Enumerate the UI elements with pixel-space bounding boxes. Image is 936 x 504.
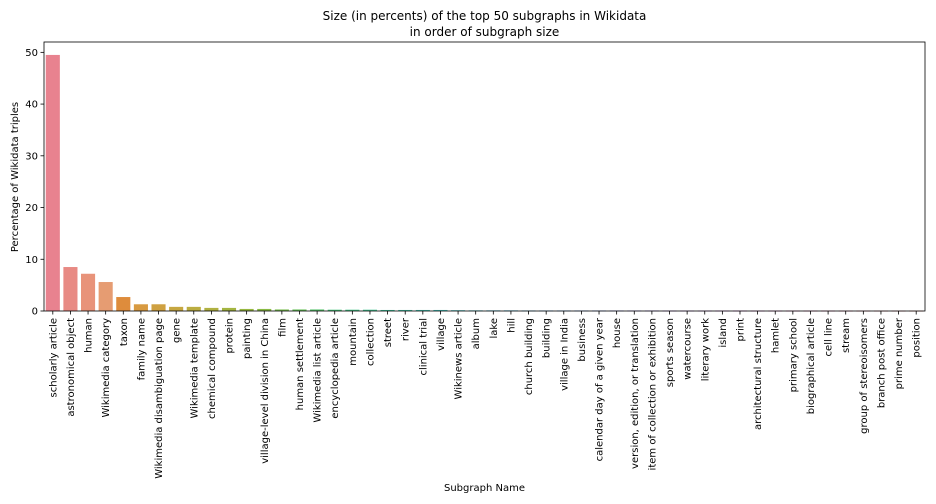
x-tick-label: biographical article bbox=[806, 318, 817, 414]
x-tick-label: street bbox=[383, 318, 394, 347]
chart-title-line2: in order of subgraph size bbox=[410, 25, 560, 39]
x-tick-label: encyclopedia article bbox=[330, 318, 341, 419]
bar bbox=[274, 309, 289, 311]
x-tick-label: gene bbox=[172, 318, 183, 343]
x-tick-label: calendar day of a given year bbox=[595, 317, 606, 461]
bar bbox=[186, 306, 201, 311]
bar bbox=[133, 304, 148, 311]
bar bbox=[116, 297, 131, 311]
x-tick-label: village in India bbox=[559, 318, 570, 391]
x-tick-label: chemical compound bbox=[207, 318, 218, 419]
x-tick-label: hill bbox=[506, 318, 517, 333]
bar bbox=[221, 307, 237, 311]
bar bbox=[415, 309, 430, 311]
y-tick-label: 10 bbox=[25, 255, 38, 266]
x-tick-label: film bbox=[277, 318, 288, 337]
x-tick-label: church building bbox=[524, 318, 535, 395]
x-tick-label: literary work bbox=[700, 318, 711, 381]
bar bbox=[380, 309, 395, 311]
bar bbox=[63, 267, 78, 311]
x-tick-label: family name bbox=[136, 318, 147, 380]
x-tick-label: watercourse bbox=[683, 318, 694, 380]
y-axis-label: Percentage of Wikidata triples bbox=[10, 102, 21, 252]
y-tick-label: 40 bbox=[25, 100, 38, 111]
x-tick-label: Wikimedia list article bbox=[313, 318, 324, 423]
x-tick-label: collection bbox=[365, 318, 376, 366]
bar bbox=[204, 307, 219, 311]
y-tick-label: 0 bbox=[32, 307, 38, 318]
x-tick-label: Wikimedia template bbox=[189, 318, 200, 418]
x-tick-label: item of collection or exhibition bbox=[647, 318, 658, 470]
x-tick-label: astronomical object bbox=[66, 318, 77, 417]
y-tick-label: 30 bbox=[25, 151, 38, 162]
y-axis: 0 10 20 30 40 50 bbox=[25, 48, 44, 318]
bar bbox=[98, 282, 113, 311]
bar bbox=[345, 309, 360, 311]
x-tick-label: group of stereoisomers bbox=[859, 318, 870, 434]
x-tick-label: album bbox=[471, 318, 482, 349]
x-tick-label: Wikimedia disambiguation page bbox=[154, 318, 165, 479]
x-axis-label: Subgraph Name bbox=[444, 483, 525, 494]
bar bbox=[292, 309, 307, 311]
x-tick-label: primary school bbox=[788, 318, 799, 392]
y-tick-label: 50 bbox=[25, 48, 38, 59]
bar bbox=[169, 306, 184, 311]
x-tick-label: painting bbox=[242, 318, 253, 359]
x-tick-label: print bbox=[735, 318, 746, 342]
x-tick-label: lake bbox=[489, 318, 500, 339]
x-tick-label: architectural structure bbox=[753, 318, 764, 430]
x-tick-label: prime number bbox=[894, 317, 905, 389]
x-tick-label: sports season bbox=[665, 318, 676, 387]
bar bbox=[81, 273, 96, 311]
bar bbox=[327, 309, 342, 311]
bar bbox=[310, 309, 325, 311]
bar bbox=[45, 54, 60, 312]
x-tick-label: branch post office bbox=[876, 318, 887, 408]
bar bbox=[257, 308, 272, 311]
bar bbox=[398, 309, 413, 311]
x-tick-label: house bbox=[612, 318, 623, 348]
x-tick-label: version, edition, or translation bbox=[630, 318, 641, 469]
x-tick-label: building bbox=[542, 318, 553, 358]
x-tick-label: river bbox=[401, 317, 412, 341]
bars-group bbox=[45, 54, 924, 312]
x-tick-label: hamlet bbox=[771, 318, 782, 353]
plot-frame bbox=[43, 41, 926, 312]
x-tick-label: stream bbox=[841, 318, 852, 353]
x-tick-label: taxon bbox=[119, 318, 130, 346]
x-tick-label: village bbox=[436, 318, 447, 351]
x-tick-label: clinical trial bbox=[418, 318, 429, 375]
bar bbox=[239, 308, 254, 311]
x-tick-label: village-level division in China bbox=[260, 318, 271, 464]
bar bbox=[362, 309, 378, 311]
chart-title-line1: Size (in percents) of the top 50 subgrap… bbox=[323, 9, 647, 23]
x-tick-label: Wikimedia category bbox=[101, 318, 112, 418]
x-tick-label: protein bbox=[225, 318, 236, 354]
y-tick-label: 20 bbox=[25, 203, 38, 214]
bar bbox=[433, 309, 448, 311]
x-tick-label: human bbox=[84, 318, 95, 353]
x-tick-label: Wikinews article bbox=[454, 318, 465, 399]
x-tick-label: human settlement bbox=[295, 318, 306, 410]
x-tick-label: business bbox=[577, 318, 588, 362]
x-tick-label: scholarly article bbox=[48, 318, 59, 397]
x-tick-label: mountain bbox=[348, 318, 359, 366]
x-tick-label: cell line bbox=[824, 318, 835, 356]
x-tick-label: position bbox=[912, 318, 923, 358]
bar bbox=[151, 304, 166, 311]
x-tick-label: island bbox=[718, 318, 729, 348]
x-axis: scholarly article astronomical object huma… bbox=[48, 311, 923, 479]
